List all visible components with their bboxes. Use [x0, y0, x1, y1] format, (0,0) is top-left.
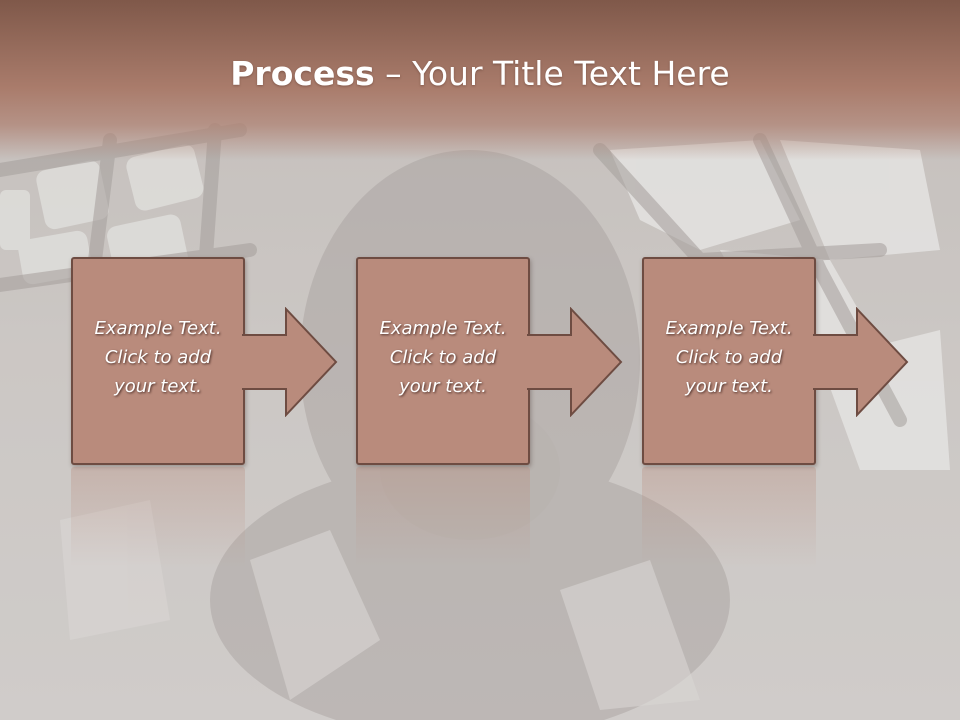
- step-1-text[interactable]: Example Text. Click to add your text.: [73, 314, 243, 401]
- title-rest-part: – Your Title Text Here: [374, 54, 730, 93]
- arrow-right-icon: [242, 307, 338, 417]
- step-2-line-1: Example Text.: [379, 318, 507, 339]
- step-2-reflection: [356, 467, 530, 567]
- arrow-right-icon: [813, 307, 909, 417]
- step-3-line-2: Click to add: [675, 347, 783, 368]
- process-step-3[interactable]: Example Text. Click to add your text.: [642, 257, 816, 465]
- process-step-1[interactable]: Example Text. Click to add your text.: [71, 257, 245, 465]
- step-1-reflection: [71, 467, 245, 567]
- step-2-line-2: Click to add: [389, 347, 497, 368]
- step-1-line-1: Example Text.: [94, 318, 222, 339]
- process-step-2[interactable]: Example Text. Click to add your text.: [356, 257, 530, 465]
- step-3-text[interactable]: Example Text. Click to add your text.: [644, 314, 814, 401]
- step-3-reflection: [642, 467, 816, 567]
- step-1-line-3: your text.: [114, 376, 202, 397]
- title-band: [0, 0, 960, 160]
- slide-title[interactable]: Process – Your Title Text Here: [0, 52, 960, 96]
- step-2-text[interactable]: Example Text. Click to add your text.: [358, 314, 528, 401]
- arrow-right-icon: [527, 307, 623, 417]
- step-2-line-3: your text.: [399, 376, 487, 397]
- step-3-line-3: your text.: [685, 376, 773, 397]
- title-bold-part: Process: [230, 54, 375, 93]
- step-1-line-2: Click to add: [104, 347, 212, 368]
- step-3-line-1: Example Text.: [665, 318, 793, 339]
